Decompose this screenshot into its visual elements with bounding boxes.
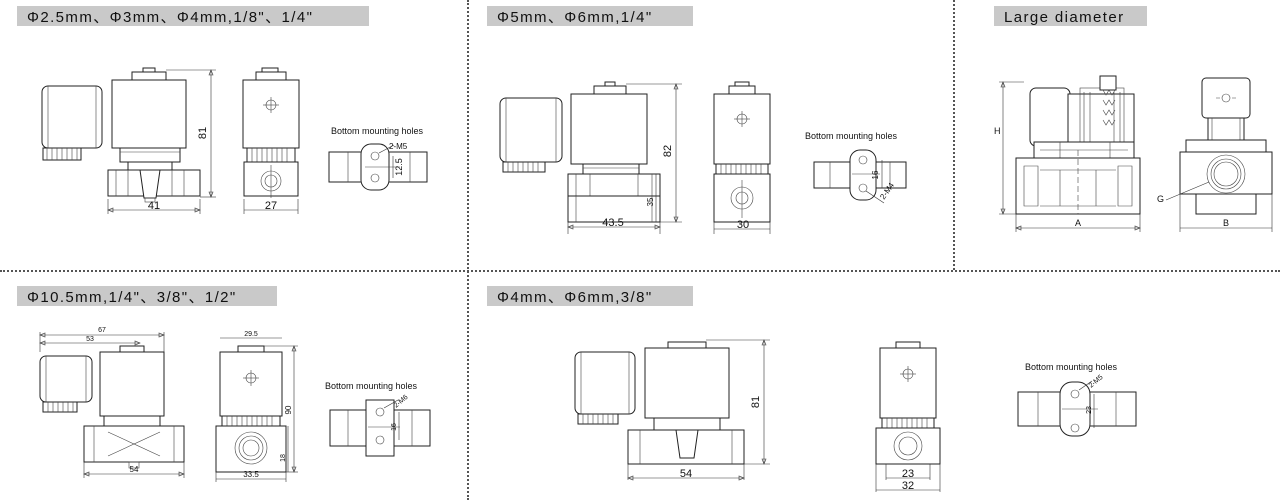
panel-3-front-section	[1015, 75, 1141, 215]
panel-3-dimensions	[999, 81, 1273, 232]
panel-3-a-label: A	[1075, 218, 1081, 228]
panel-3-g-label: G	[1157, 194, 1164, 204]
panel-4-screw-label: 2-M6	[393, 394, 410, 410]
panel-5-title: Φ4mm、Φ6mm,3/8"	[487, 286, 693, 306]
panel-1-screw-label: 2-M5	[389, 142, 408, 151]
panel-1-height-label: 81	[197, 127, 209, 139]
panel-5-side-width-label: 32	[902, 480, 914, 492]
panel-1-side-view	[242, 67, 300, 198]
panel-2-holes-drawing	[813, 149, 907, 204]
panel-2-holes-label: Bottom mounting holes	[805, 131, 898, 141]
panel-2-front-view	[499, 81, 661, 223]
vertical-divider-2	[953, 0, 955, 270]
panel-3-h-label: H	[994, 126, 1001, 136]
panel-2-side-width-label: 30	[737, 219, 749, 231]
panel-5-screw-label: 2-M5	[1088, 374, 1105, 390]
panel-4-top-width-label: 67	[98, 327, 106, 334]
panel-5-holes-label: Bottom mounting holes	[1025, 362, 1118, 372]
panel-1-front-view	[41, 67, 201, 203]
panel-5-dimensions	[627, 339, 941, 492]
panel-4-side-top-label: 29.5	[244, 331, 258, 338]
panel-4-holes-label: Bottom mounting holes	[325, 381, 418, 391]
panel-1-side-width-label: 27	[265, 200, 277, 212]
panel-4-base-height-label: 18	[280, 454, 287, 462]
panel-3-side-view	[1179, 77, 1273, 215]
vertical-divider-1	[467, 0, 469, 500]
panel-5-width-label: 54	[680, 468, 692, 480]
panel-4-holes-drawing	[329, 399, 431, 457]
panel-4-front-view	[39, 345, 185, 469]
panel-3-title: Large diameter	[994, 6, 1147, 26]
panel-1-holes-drawing	[328, 143, 428, 191]
panel-4-height-label: 90	[284, 405, 293, 414]
horizontal-divider	[0, 270, 1280, 272]
panel-4-width-label: 54	[130, 465, 139, 474]
panel-1-width-label: 41	[148, 200, 160, 212]
panel-2-spacing-label: 16	[871, 170, 880, 179]
panel-5-side-inner-label: 23	[902, 468, 914, 480]
panel-2-side-view	[713, 81, 771, 223]
panel-2-dimensions	[567, 83, 771, 234]
panel-1-spacing-label: 12.5	[394, 158, 404, 176]
panel-1-title: Φ2.5mm、Φ3mm、Φ4mm,1/8"、1/4"	[17, 6, 369, 26]
panel-1-dimensions	[107, 69, 299, 214]
panel-5-holes-drawing	[1017, 380, 1137, 437]
panel-3-b-label: B	[1223, 218, 1229, 228]
panel-4-dimensions	[39, 332, 298, 482]
panel-4-side-view	[215, 345, 287, 473]
panel-4-spacing-label: 16	[391, 423, 398, 431]
panel-2-height-label: 82	[662, 145, 674, 157]
panel-5-side-view	[875, 341, 941, 465]
panel-4-title: Φ10.5mm,1/4"、3/8"、1/2"	[17, 286, 277, 306]
panel-2-width-label: 43.5	[602, 217, 623, 229]
panel-2-title: Φ5mm、Φ6mm,1/4"	[487, 6, 693, 26]
panel-2-base-height-label: 35	[646, 197, 655, 206]
panel-5-front-view	[574, 341, 745, 465]
panel-1-holes-label: Bottom mounting holes	[331, 126, 424, 136]
panel-4-top-width2-label: 53	[86, 336, 94, 343]
panel-5-height-label: 81	[750, 396, 762, 408]
panel-4-side-width-label: 33.5	[243, 470, 259, 479]
panel-5-spacing-label: 23	[1086, 406, 1093, 414]
